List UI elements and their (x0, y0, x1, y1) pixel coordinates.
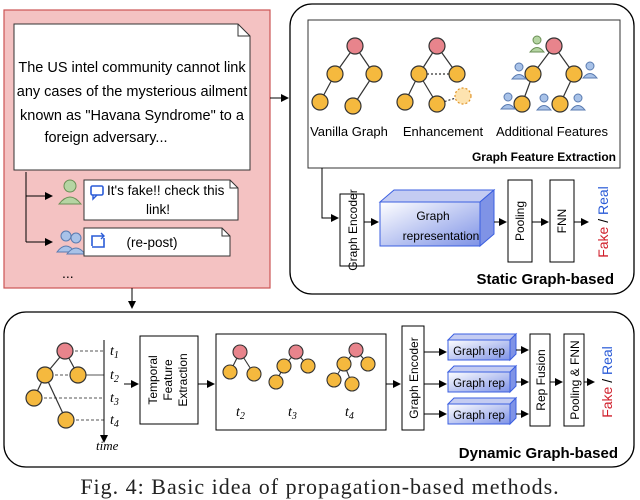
user-avatar-icon (57, 179, 83, 205)
static-output-label: Fake / Real (595, 186, 611, 258)
time-label-1: t1 (110, 344, 119, 361)
graph-rep-block: Graph rep (446, 396, 518, 426)
dynamic-graph-title: Dynamic Graph-based (459, 445, 618, 462)
news-post-line-4: foreign adversary... (44, 130, 167, 146)
temporal-label-1: Temporal (146, 355, 160, 404)
additional-features-label: Additional Features (496, 124, 609, 139)
news-post-panel: The US intel community cannot link any c… (3, 9, 271, 289)
repost-card: (re-post) (83, 227, 231, 257)
user-feature-icon (499, 61, 599, 111)
dynamic-graph-panel: t1 t2 t3 t4 time Temporal Feature Extrac… (3, 311, 635, 468)
user-feature-icon (528, 35, 546, 53)
time-label-4: t4 (110, 413, 119, 430)
vanilla-graph-label: Vanilla Graph (310, 124, 388, 139)
repost-label: (re-post) (126, 235, 177, 250)
graph-representation-line-1: Graph (416, 209, 449, 223)
static-fake-label: Fake (595, 226, 611, 257)
static-real-label: Real (595, 186, 611, 215)
graph-rep-label-2: Graph rep (453, 378, 505, 390)
time-axis-label: time (96, 438, 119, 453)
snapshot-graph-t4 (326, 342, 376, 392)
graph-rep-block: Graph rep (446, 332, 518, 362)
static-graph-title: Static Graph-based (476, 271, 614, 288)
dynamic-fake-label: Fake (599, 386, 615, 417)
vanilla-graph (311, 37, 383, 115)
reply-text-line-2: link! (146, 202, 170, 217)
dynamic-graph-encoder-box (401, 325, 425, 431)
static-pooling-box (507, 179, 533, 263)
temporal-feature-extraction-box (139, 335, 199, 425)
static-graph-panel: Vanilla Graph Enhancement (289, 3, 635, 295)
news-post-line-2: any cases of the mysterious ailment (17, 84, 248, 100)
rep-fusion-label: Rep Fusion (534, 349, 548, 410)
graph-representation-block: Graph representation (378, 188, 496, 248)
rep-fusion-box (529, 333, 551, 427)
additional-features-graph (499, 35, 599, 113)
repost-icon (91, 232, 105, 248)
time-label-3: t3 (110, 391, 119, 408)
graph-rep-label-3: Graph rep (453, 410, 505, 422)
dynamic-graph-encoder-label: Graph Encoder (407, 337, 421, 418)
snapshot-label-t4: t4 (345, 405, 354, 422)
snapshot-graph-t2 (222, 344, 262, 382)
graph-representation-line-2: representation (403, 229, 480, 243)
pooling-fnn-label: Pooling & FNN (568, 340, 582, 419)
time-label-2: t2 (110, 368, 119, 385)
propagation-timeline-graph: t1 t2 t3 t4 time (25, 340, 119, 453)
dynamic-output-label: Fake / Real (599, 346, 615, 418)
enhancement-label: Enhancement (403, 124, 484, 139)
static-pooling-label: Pooling (513, 201, 527, 241)
static-graph-encoder-box (339, 193, 365, 267)
news-post-line-1: The US intel community cannot link (18, 60, 246, 76)
news-post-line-3: known as "Havana Syndrome" to a (20, 108, 245, 124)
static-graph-encoder-label: Graph Encoder (346, 189, 360, 270)
reply-comment: It's fake!! check this link! (83, 179, 239, 221)
news-post-card (13, 23, 251, 171)
graph-rep-block: Graph rep (446, 364, 518, 394)
comment-icon (90, 185, 104, 201)
enhancement-graph (396, 37, 472, 113)
snapshot-label-t3: t3 (288, 405, 297, 422)
temporal-label-3: Extraction (176, 353, 190, 406)
snapshot-graph-t3 (268, 344, 316, 390)
more-ellipsis: ... (62, 265, 74, 281)
snapshot-label-t2: t2 (236, 405, 245, 422)
dynamic-real-label: Real (599, 346, 615, 375)
pooling-fnn-box (563, 333, 585, 427)
users-group-icon (55, 230, 87, 255)
figure-caption: Fig. 4: Basic idea of propagation-based … (80, 474, 560, 499)
reply-text-line-1: It's fake!! check this (107, 183, 225, 198)
graph-rep-label-1: Graph rep (453, 346, 505, 358)
graph-feature-extraction-title: Graph Feature Extraction (472, 150, 616, 164)
static-fnn-box (549, 179, 575, 263)
static-fnn-label: FNN (555, 209, 569, 234)
temporal-label-2: Feature (161, 359, 175, 401)
